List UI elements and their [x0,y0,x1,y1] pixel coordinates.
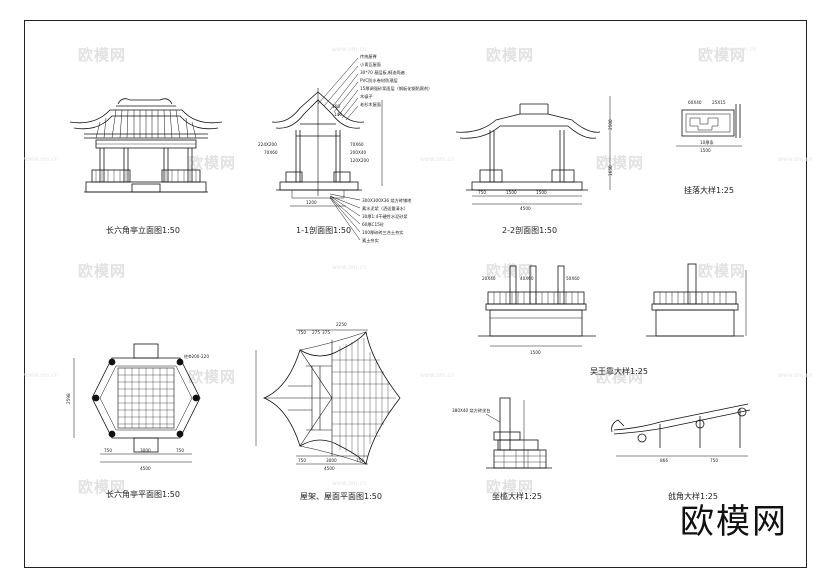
watermark: 欧模网 [78,478,127,496]
seat-detail-drawing [485,397,552,469]
watermark-url: www.om.cn [778,372,813,379]
note-text: 60厚C15砼 [362,221,385,228]
watermark: 欧模网 [486,46,535,64]
dim-text: 750 [298,330,306,335]
watermark-url: www.om.cn [332,46,367,53]
watermark-url: www.om.cn [420,156,455,163]
section-1-1-drawing [271,57,383,241]
watermark-url: www.om.cn [24,156,59,163]
hanging-detail-drawing [676,104,742,147]
watermark-url: www.om.cn [722,46,757,53]
dim-text: 2598 [66,393,71,404]
dim-text: 866 [660,458,668,463]
dim-text: 柱Φ200-220 [184,353,209,360]
dim-text: 3000 [326,458,337,463]
dim-text: 750 [478,190,486,195]
dim-text: 10厚条 [700,139,715,146]
title-plan: 长六角亭平面图1:50 [106,490,180,499]
title-corner: 戗角大样1:25 [668,492,718,501]
dim-text: 2500 [608,119,613,130]
watermark: 欧模网 [486,478,535,496]
dim-text: 1500 [506,190,517,195]
elevation-drawing [69,98,223,193]
dim-text: 375 [322,330,330,335]
watermark: 欧模网 [78,262,127,280]
note-text: PVC防水卷材防潮层 [360,77,398,84]
dim-text: 70X60 [264,150,278,155]
dim-text: 40X60 [520,276,534,281]
dim-text: 750 [298,458,306,463]
dim-text: 4500 [324,466,335,471]
title-section-2-2: 2-2剖面图1:50 [502,226,558,235]
title-section-1-1: 1-1剖面图1:50 [296,226,352,235]
dim-text: 224X200 [258,142,277,147]
dim-text: 1500 [536,190,547,195]
dim-text: 25X15 [712,100,726,105]
watermark: 欧模网 [698,46,747,64]
note-text: 素水泥浆（洒适量清水） [362,205,408,212]
dim-text: 4500 [520,206,531,211]
dim-text: 1500 [530,350,541,355]
corner-detail-drawing [611,403,751,457]
brand-logo: 欧模网 [680,502,788,542]
dim-text: 70X60 [350,142,364,147]
drawing-frame [24,20,807,568]
watermark: 欧模网 [188,368,237,386]
watermark-url: www.om.cn [24,372,59,379]
dim-text: 1200 [306,200,317,205]
section-2-2-drawing [455,96,611,205]
roof-plan-drawing [255,329,401,465]
dim-text: 1500 [700,148,711,153]
note-text: 小青瓦屋面 [360,61,381,68]
dim-text: 200X40 [350,150,367,155]
wuwang-kao-drawing [478,263,747,347]
note-text: 30*70 基层板,桐油两遍 [360,69,406,76]
note-text: 木檩子 [360,93,373,100]
title-roof: 屋架、屋面平面图1:50 [300,492,382,501]
note-text: 老杉木屋面 [360,101,381,108]
watermark: 欧模网 [698,262,747,280]
watermark: 欧模网 [596,154,645,172]
dim-text: 380X40 烧方砖坐台 [452,407,490,414]
note-text: 15厚调强砂浆面层（钢板化钢防腐剂） [360,85,432,92]
note-text: 传统屋脊 [360,53,378,60]
title-wuwang: 吴王靠大样1:25 [590,367,648,376]
watermark: 欧模网 [78,46,127,64]
watermark-url: www.om.cn [778,156,813,163]
title-hanging: 挂落大样1:25 [684,186,734,195]
dim-text: 4500 [140,466,151,471]
watermark-url: www.om.cn [332,264,367,271]
dim-text: 140 [334,112,342,117]
pavilion-plan-drawing [73,343,201,463]
dim-text: 750 [710,458,718,463]
note-text: 100厚碎砖三合土夯实 [362,229,404,236]
dim-text: 1650 [608,165,613,176]
dim-text: 275 [312,330,320,335]
note-text: 30厚1:4干硬性水泥砂浆 [362,213,408,220]
dim-text: 50X60 [566,276,580,281]
dim-text: 750 [104,448,112,453]
note-text: 素土夯实 [362,237,379,244]
watermark: 欧模网 [188,154,237,172]
note-text: 300X300X36 烧方砖铺地 [362,197,412,204]
dim-text: 3000 [140,448,151,453]
dim-text: 20X40 [482,276,496,281]
dim-text: 60X40 [688,100,702,105]
watermark-url: www.om.cn [332,480,367,487]
dim-text: 750 [176,448,184,453]
watermark: 欧模网 [486,262,535,280]
title-seat: 坐槛大样1:25 [492,492,542,501]
title-elevation: 长六角亭立面图1:50 [106,226,180,235]
watermark: 欧模网 [596,368,645,386]
dim-text: 2250 [336,322,347,327]
dim-text: 120X200 [350,158,369,163]
watermark-url: www.om.cn [420,372,455,379]
dim-text: 750 [356,458,364,463]
dim-text: 160 [332,104,340,109]
